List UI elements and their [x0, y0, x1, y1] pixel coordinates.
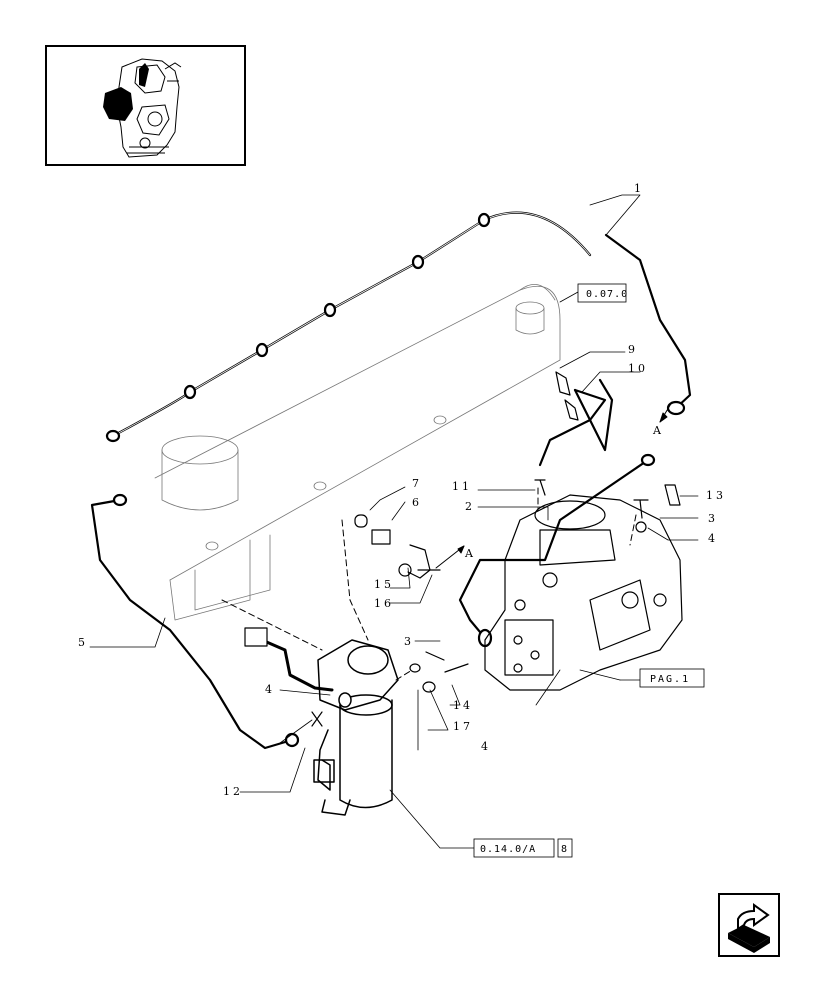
callout-4b: 4 [265, 683, 272, 696]
filter-harness [260, 638, 334, 692]
next-page-arrow-icon [728, 903, 770, 953]
callout-3a: 3 [708, 512, 715, 525]
callout-1: 1 [634, 182, 641, 195]
ref-0-14-0-a: 0.14.0/A [480, 844, 536, 855]
fuel-filter [313, 639, 399, 816]
leader-lines [89, 194, 699, 849]
engine-head-outline [154, 283, 561, 621]
callout-16: 16 [374, 597, 394, 610]
callout-11: 11 [452, 480, 472, 493]
callout-4a: 4 [708, 532, 715, 545]
callout-9: 9 [628, 343, 635, 356]
reference-boxes: 0.07.0 PAG.1 0.14.0/A 8 [473, 283, 705, 858]
engine-thumbnail [45, 45, 246, 166]
callout-17: 17 [453, 720, 473, 733]
callout-5: 5 [78, 636, 85, 649]
ref-0-07-0: 0.07.0 [586, 289, 628, 300]
callout-14: 14 [453, 699, 473, 712]
callouts: 1 9 10 A 11 2 13 3 4 7 6 A 15 16 5 3 4 1… [78, 182, 726, 798]
callout-arrow-a-1: A [652, 424, 662, 437]
callout-arrow-a-2: A [464, 547, 474, 560]
harness-connector [244, 627, 268, 647]
callout-6: 6 [412, 496, 419, 509]
callout-3b: 3 [404, 635, 411, 648]
ref-pag-1: PAG.1 [650, 674, 690, 685]
callout-12: 12 [223, 785, 243, 798]
next-page-button[interactable] [718, 893, 780, 957]
dashed-assembly-lines [221, 487, 637, 681]
callout-13: 13 [706, 489, 726, 502]
return-line [105, 211, 692, 443]
callout-4c: 4 [481, 740, 488, 753]
engine-thumbnail-icon [103, 58, 182, 158]
callout-2: 2 [465, 500, 472, 513]
ref-8: 8 [561, 844, 567, 855]
callout-15: 15 [374, 578, 394, 591]
callout-10: 10 [628, 362, 648, 375]
callout-7: 7 [412, 477, 419, 490]
injection-pump [484, 494, 683, 691]
feed-line-5 [90, 493, 300, 750]
fittings [311, 371, 681, 727]
